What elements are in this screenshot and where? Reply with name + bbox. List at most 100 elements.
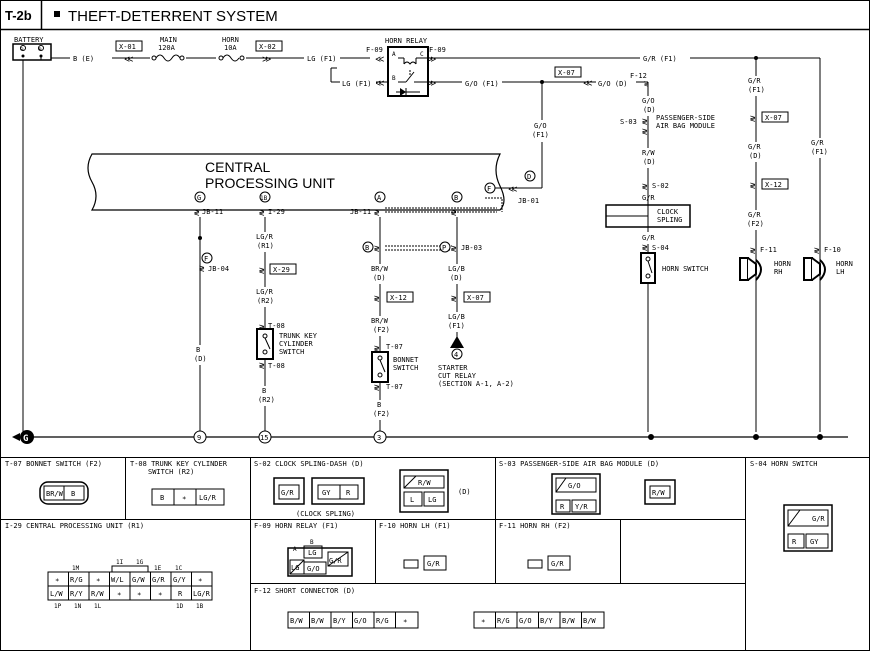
s02-far-connector: [399, 469, 449, 513]
svg-text:W/L: W/L: [111, 576, 124, 584]
svg-text:L: L: [410, 496, 414, 504]
svg-text:≷: ≷: [451, 244, 457, 254]
svg-text:(D): (D): [458, 488, 471, 496]
svg-text:F: F: [487, 185, 491, 193]
cpu-label-line2: PROCESSING UNIT: [205, 175, 335, 191]
svg-text:F-11: F-11: [760, 246, 777, 254]
svg-text:G/O: G/O: [534, 122, 547, 130]
connector-x02-symbol: ≫: [262, 55, 271, 65]
svg-text:∗: ∗: [96, 576, 100, 584]
svg-text:1P: 1P: [54, 603, 62, 610]
horn-switch-label: HORN SWITCH: [662, 265, 708, 273]
svg-text:JB-04: JB-04: [208, 265, 229, 273]
svg-text:(F2): (F2): [373, 410, 390, 418]
svg-text:G/O: G/O: [568, 482, 581, 490]
s03-big-connector: [551, 473, 601, 515]
svg-text:≷: ≷: [814, 246, 820, 256]
svg-text:A: A: [293, 546, 297, 553]
svg-text:(F1): (F1): [811, 148, 828, 156]
svg-text:LH: LH: [836, 268, 844, 276]
svg-text:CUT RELAY: CUT RELAY: [438, 372, 477, 380]
svg-text:G/R: G/R: [812, 515, 825, 523]
svg-text:BR/W: BR/W: [46, 490, 64, 498]
svg-text:F-09: F-09: [429, 46, 446, 54]
svg-text:LG/R: LG/R: [193, 590, 211, 598]
f11-title: F-11 HORN RH (F2): [499, 522, 571, 530]
svg-text:F-09: F-09: [366, 46, 383, 54]
svg-text:R/W: R/W: [418, 479, 431, 487]
svg-text:B: B: [310, 539, 314, 546]
f09-connector: [287, 545, 353, 577]
svg-text:T-07: T-07: [386, 343, 403, 351]
title-bullet: [54, 11, 60, 17]
svg-text:T-07: T-07: [386, 383, 403, 391]
svg-text:(R2): (R2): [258, 396, 275, 404]
svg-text:B/W: B/W: [311, 617, 324, 625]
svg-text:R: R: [178, 590, 183, 598]
trunk-key-switch: [256, 328, 274, 360]
svg-text:X-07: X-07: [765, 114, 782, 122]
svg-text:G/O: G/O: [642, 97, 655, 105]
svg-text:1B: 1B: [260, 195, 268, 202]
svg-text:∗: ∗: [403, 617, 407, 625]
main-fuse-rating: 120A: [158, 44, 176, 52]
svg-text:R/W: R/W: [91, 590, 104, 598]
svg-text:S-03: S-03: [620, 118, 637, 126]
svg-text:A: A: [392, 51, 396, 58]
svg-text:GY: GY: [322, 489, 331, 497]
svg-text:(D): (D): [749, 152, 762, 160]
svg-text:RH: RH: [774, 268, 782, 276]
svg-text:LG: LG: [291, 564, 299, 572]
horn-lh-icon: [803, 257, 826, 281]
svg-text:G/O: G/O: [307, 565, 320, 573]
svg-text:G/O: G/O: [354, 617, 367, 625]
svg-text:X-12: X-12: [765, 181, 782, 189]
svg-text:(F1): (F1): [748, 86, 765, 94]
horn-fuse-symbol: [222, 54, 240, 62]
svg-text:P: P: [442, 244, 446, 252]
battery-symbol: [12, 43, 52, 61]
svg-text:∗: ∗: [182, 494, 186, 502]
s04-connector: [783, 504, 833, 552]
svg-text:G/R: G/R: [642, 194, 655, 202]
cpu-pin-a: [374, 191, 386, 203]
t08-title: T-08 TRUNK KEY CYLINDER: [130, 460, 228, 468]
main-fuse-symbol: [155, 54, 181, 62]
f10-plug-icon: [403, 559, 419, 569]
svg-text:≷: ≷: [451, 294, 457, 304]
starter-arrow-icon: [450, 336, 464, 348]
svg-text:B: B: [262, 387, 266, 395]
ground-9: [193, 430, 207, 444]
svg-text:G/R: G/R: [152, 576, 165, 584]
svg-text:≷: ≷: [642, 243, 648, 253]
svg-text:≷: ≷: [374, 244, 380, 254]
svg-text:G/R: G/R: [281, 489, 294, 497]
svg-text:15: 15: [260, 434, 268, 442]
svg-text:LG: LG: [308, 549, 316, 557]
svg-text:1M: 1M: [72, 565, 80, 572]
svg-text:S-04: S-04: [652, 244, 669, 252]
s02-title: S-02 CLOCK SPLING-DASH (D): [254, 460, 364, 468]
svg-text:∗: ∗: [158, 590, 162, 598]
svg-text:1I: 1I: [116, 559, 124, 566]
svg-text:JB-03: JB-03: [461, 244, 482, 252]
svg-text:JB-11: JB-11: [350, 208, 371, 216]
s02-left-connector: [273, 477, 305, 505]
svg-text:G/R: G/R: [748, 143, 761, 151]
svg-text:(F1): (F1): [448, 322, 465, 330]
svg-text:(CLOCK SPLING): (CLOCK SPLING): [296, 510, 355, 518]
svg-text:B/W: B/W: [583, 617, 596, 625]
svg-text:R/G: R/G: [70, 576, 83, 584]
svg-text:≷: ≷: [259, 361, 265, 371]
svg-text:(F1): (F1): [532, 131, 549, 139]
svg-text:≪: ≪: [508, 185, 517, 195]
svg-text:F: F: [204, 255, 208, 263]
horn-relay-box: [387, 46, 429, 97]
svg-text:JB-11: JB-11: [202, 208, 223, 216]
svg-text:S-02: S-02: [652, 182, 669, 190]
svg-text:⊕: ⊕: [38, 46, 42, 53]
svg-text:G/O (D): G/O (D): [598, 80, 628, 88]
horn-switch-symbol: [640, 252, 656, 284]
connector-grid: [0, 457, 870, 651]
svg-text:≪: ≪: [375, 79, 384, 89]
